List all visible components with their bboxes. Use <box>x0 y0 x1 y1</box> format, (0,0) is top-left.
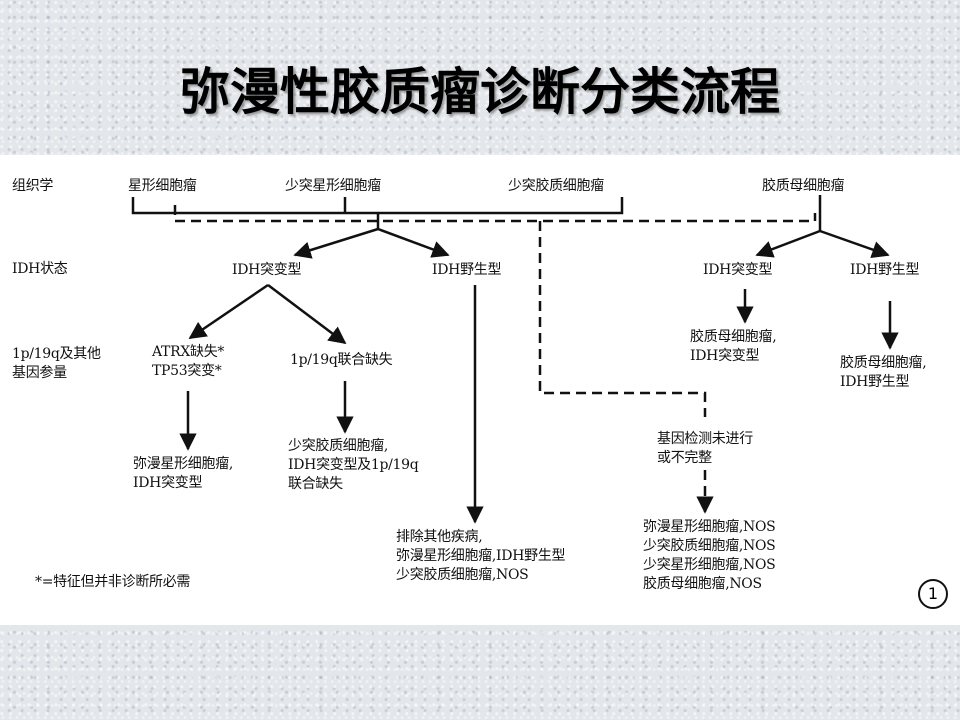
arrow-to-right-mutant <box>755 229 821 258</box>
node-atrx-tp53: ATRX缺失* TP53突变* <box>152 344 225 379</box>
node-testing-incomplete: 基因检测未进行 或不完整 <box>657 431 753 466</box>
result-exclude-other: 排除其他疾病, 弥漫星形细胞瘤,IDH野生型 少突胶质细胞瘤,NOS <box>396 529 566 583</box>
dashed-testing-path <box>538 221 707 417</box>
node-oligodendroglioma: 少突胶质细胞瘤 <box>508 178 604 194</box>
arrow-to-atrx <box>188 283 269 340</box>
node-left-idh-mutant: IDH突变型 <box>232 262 302 278</box>
result-oligo-idh-mut-codel: 少突胶质细胞瘤, IDH突变型及1p/19q 联合缺失 <box>288 438 419 492</box>
node-oligoastrocytoma: 少突星形细胞瘤 <box>285 178 381 194</box>
arrow-to-codeletion <box>267 284 347 345</box>
row-label-histology: 组织学 <box>12 178 54 194</box>
node-left-idh-wildtype: IDH野生型 <box>432 262 502 278</box>
arrow-to-right-wildtype <box>819 229 890 259</box>
arrow-to-left-wildtype <box>377 227 450 258</box>
diagnostic-flowchart: 组织学 IDH状态 1p/19q及其他 基因参量 星形细胞瘤 少突星形细胞瘤 少… <box>0 155 960 625</box>
row-label-idh-status: IDH状态 <box>12 261 68 277</box>
node-right-idh-wildtype: IDH野生型 <box>850 262 920 278</box>
result-gbm-idh-wt: 胶质母细胞瘤, IDH野生型 <box>840 355 927 390</box>
node-right-idh-mutant: IDH突变型 <box>703 262 773 278</box>
dashed-testing-bracket <box>173 205 817 223</box>
node-codeletion: 1p/19q联合缺失 <box>290 352 393 368</box>
flowchart-connectors <box>131 195 899 524</box>
row-label-params: 1p/19q及其他 基因参量 <box>12 346 101 381</box>
arrow-to-left-mutant <box>293 227 379 259</box>
slide-title: 弥漫性胶质瘤诊断分类流程 <box>180 62 780 121</box>
histology-bracket <box>131 197 624 215</box>
node-glioblastoma: 胶质母细胞瘤 <box>762 178 845 194</box>
result-gbm-idh-mut: 胶质母细胞瘤, IDH突变型 <box>690 329 777 364</box>
footnote: *=特征但并非诊断所必需 <box>35 574 191 590</box>
figure-number-badge: 1 <box>918 579 948 609</box>
result-nos-list: 弥漫星形细胞瘤,NOS 少突胶质细胞瘤,NOS 少突星形细胞瘤,NOS 胶质母细… <box>643 519 776 592</box>
result-diffuse-astro-idh-mut: 弥漫星形细胞瘤, IDH突变型 <box>133 456 234 491</box>
node-astrocytoma: 星形细胞瘤 <box>128 178 197 194</box>
